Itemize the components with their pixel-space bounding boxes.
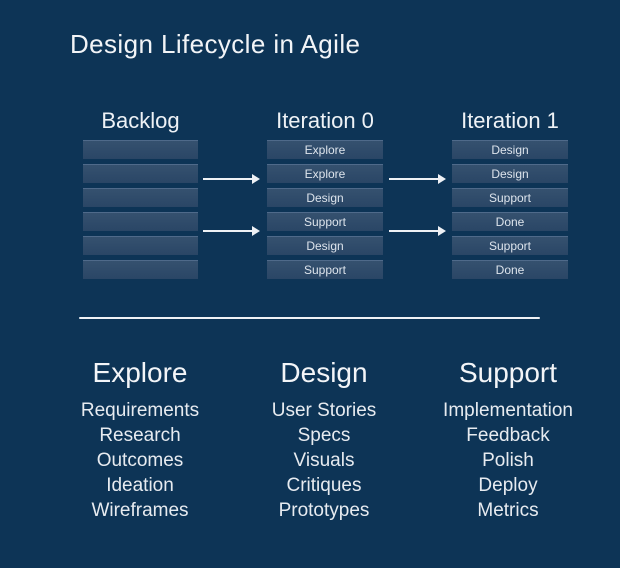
legend-heading-support: Support [458, 357, 558, 388]
column-iteration-0: Iteration 0 Explore Explore Design Suppo… [267, 107, 383, 284]
legend-item: User Stories [271, 400, 377, 421]
legend-heading-design: Design [280, 357, 368, 388]
arrow-head [252, 174, 260, 184]
arrow-head [252, 226, 260, 236]
legend-item: Critiques [286, 475, 362, 496]
arrow-head [438, 226, 446, 236]
iteration-1-row-label: Support [488, 239, 532, 253]
legend-heading-explore: Explore [92, 357, 188, 388]
legend-item: Implementation [443, 400, 573, 421]
arrow-iteration0-to-iteration1-icon [389, 226, 446, 236]
slide-title: Design Lifecycle in Agile [70, 29, 361, 59]
backlog-row-6 [83, 260, 198, 279]
legend-item: Specs [297, 425, 351, 446]
backlog-row-5 [83, 236, 198, 255]
legend-item: Wireframes [91, 500, 189, 521]
iteration-0-row-label: Design [306, 191, 344, 205]
backlog-row-1 [83, 140, 198, 159]
legend-item: Research [99, 425, 181, 446]
iteration-1-row-label: Support [488, 191, 532, 205]
iteration-1-row-6: Done [452, 260, 568, 279]
arrow-shaft [203, 178, 253, 180]
iteration-0-row-label: Explore [304, 167, 346, 181]
section-divider [79, 317, 540, 319]
iteration-0-row-label: Design [306, 239, 344, 253]
legend-group-design: Design User Stories Specs Visuals Critiq… [214, 357, 434, 523]
legend-item: Ideation [106, 475, 174, 496]
backlog-row-3 [83, 188, 198, 207]
column-backlog: Backlog [83, 107, 198, 284]
legend-item: Requirements [80, 400, 200, 421]
legend-group-explore: Explore Requirements Research Outcomes I… [30, 357, 250, 523]
iteration-1-row-2: Design [452, 164, 568, 183]
iteration-1-row-label: Done [495, 215, 525, 229]
iteration-0-row-3: Design [267, 188, 383, 207]
iteration-1-row-label: Done [495, 263, 525, 277]
column-header-backlog: Backlog [101, 108, 180, 133]
legend-item: Deploy [478, 475, 538, 496]
iteration-0-row-1: Explore [267, 140, 383, 159]
legend-group-support: Support Implementation Feedback Polish D… [398, 357, 618, 523]
iteration-0-row-4: Support [267, 212, 383, 231]
arrow-head [438, 174, 446, 184]
iteration-1-row-1: Design [452, 140, 568, 159]
legend-item: Visuals [293, 450, 355, 471]
legend-item: Prototypes [278, 500, 370, 521]
column-header-iteration-1: Iteration 1 [461, 108, 559, 133]
iteration-0-row-label: Support [303, 215, 347, 229]
legend-item: Metrics [477, 500, 539, 521]
iteration-1-row-label: Design [491, 167, 529, 181]
iteration-0-row-5: Design [267, 236, 383, 255]
arrow-shaft [389, 178, 439, 180]
iteration-0-row-6: Support [267, 260, 383, 279]
iteration-0-row-2: Explore [267, 164, 383, 183]
legend-item: Polish [482, 450, 534, 471]
arrow-shaft [389, 230, 439, 232]
backlog-row-2 [83, 164, 198, 183]
iteration-0-row-label: Support [303, 263, 347, 277]
iteration-1-row-3: Support [452, 188, 568, 207]
arrow-backlog-to-iteration0-icon [203, 226, 260, 236]
legend-item: Outcomes [96, 450, 184, 471]
iteration-1-row-5: Support [452, 236, 568, 255]
iteration-1-row-label: Design [491, 143, 529, 157]
arrow-shaft [203, 230, 253, 232]
arrow-iteration0-to-iteration1-icon [389, 174, 446, 184]
iteration-0-row-label: Explore [304, 143, 346, 157]
column-header-iteration-0: Iteration 0 [276, 108, 374, 133]
column-iteration-1: Iteration 1 Design Design Support Done S… [452, 107, 568, 284]
backlog-row-4 [83, 212, 198, 231]
legend-item: Feedback [466, 425, 550, 446]
iteration-1-row-4: Done [452, 212, 568, 231]
arrow-backlog-to-iteration0-icon [203, 174, 260, 184]
